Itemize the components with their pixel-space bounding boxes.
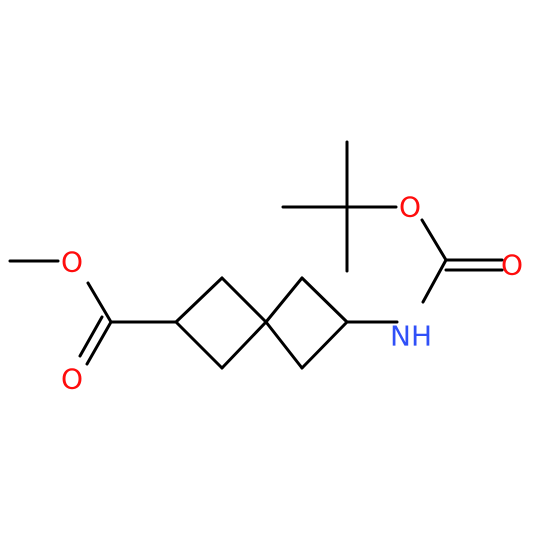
oxygen-carbamate-carbonyl-label: O xyxy=(501,249,523,282)
bond-ring-right-top xyxy=(300,276,349,324)
bond-ring-left-bottomleft xyxy=(174,320,224,370)
bond-ester-c-o-double-2 xyxy=(78,315,104,358)
atom-labels: O O O O NH xyxy=(61,191,523,396)
bond-o-c-carbamate xyxy=(420,218,448,262)
bond-ring-right-topleft xyxy=(264,276,304,324)
oxygen-ester-single-label: O xyxy=(61,246,83,279)
nh-label: NH xyxy=(390,320,432,353)
bonds xyxy=(8,140,504,370)
oxygen-ester-carbonyl-label: O xyxy=(61,363,83,396)
bond-ring-right-bottom xyxy=(300,320,349,370)
bond-ester-c-o-double-1 xyxy=(85,320,113,366)
bond-ring-left-topleft xyxy=(174,276,224,324)
bond-ring-right-bottomleft xyxy=(264,320,304,370)
bond-ring-left-bottomright xyxy=(220,320,268,370)
bond-c-n xyxy=(421,258,448,304)
oxygen-carbamate-single-label: O xyxy=(399,191,421,224)
bond-ring-left-topright xyxy=(220,276,268,324)
bond-ester-c-o-single xyxy=(86,281,113,324)
